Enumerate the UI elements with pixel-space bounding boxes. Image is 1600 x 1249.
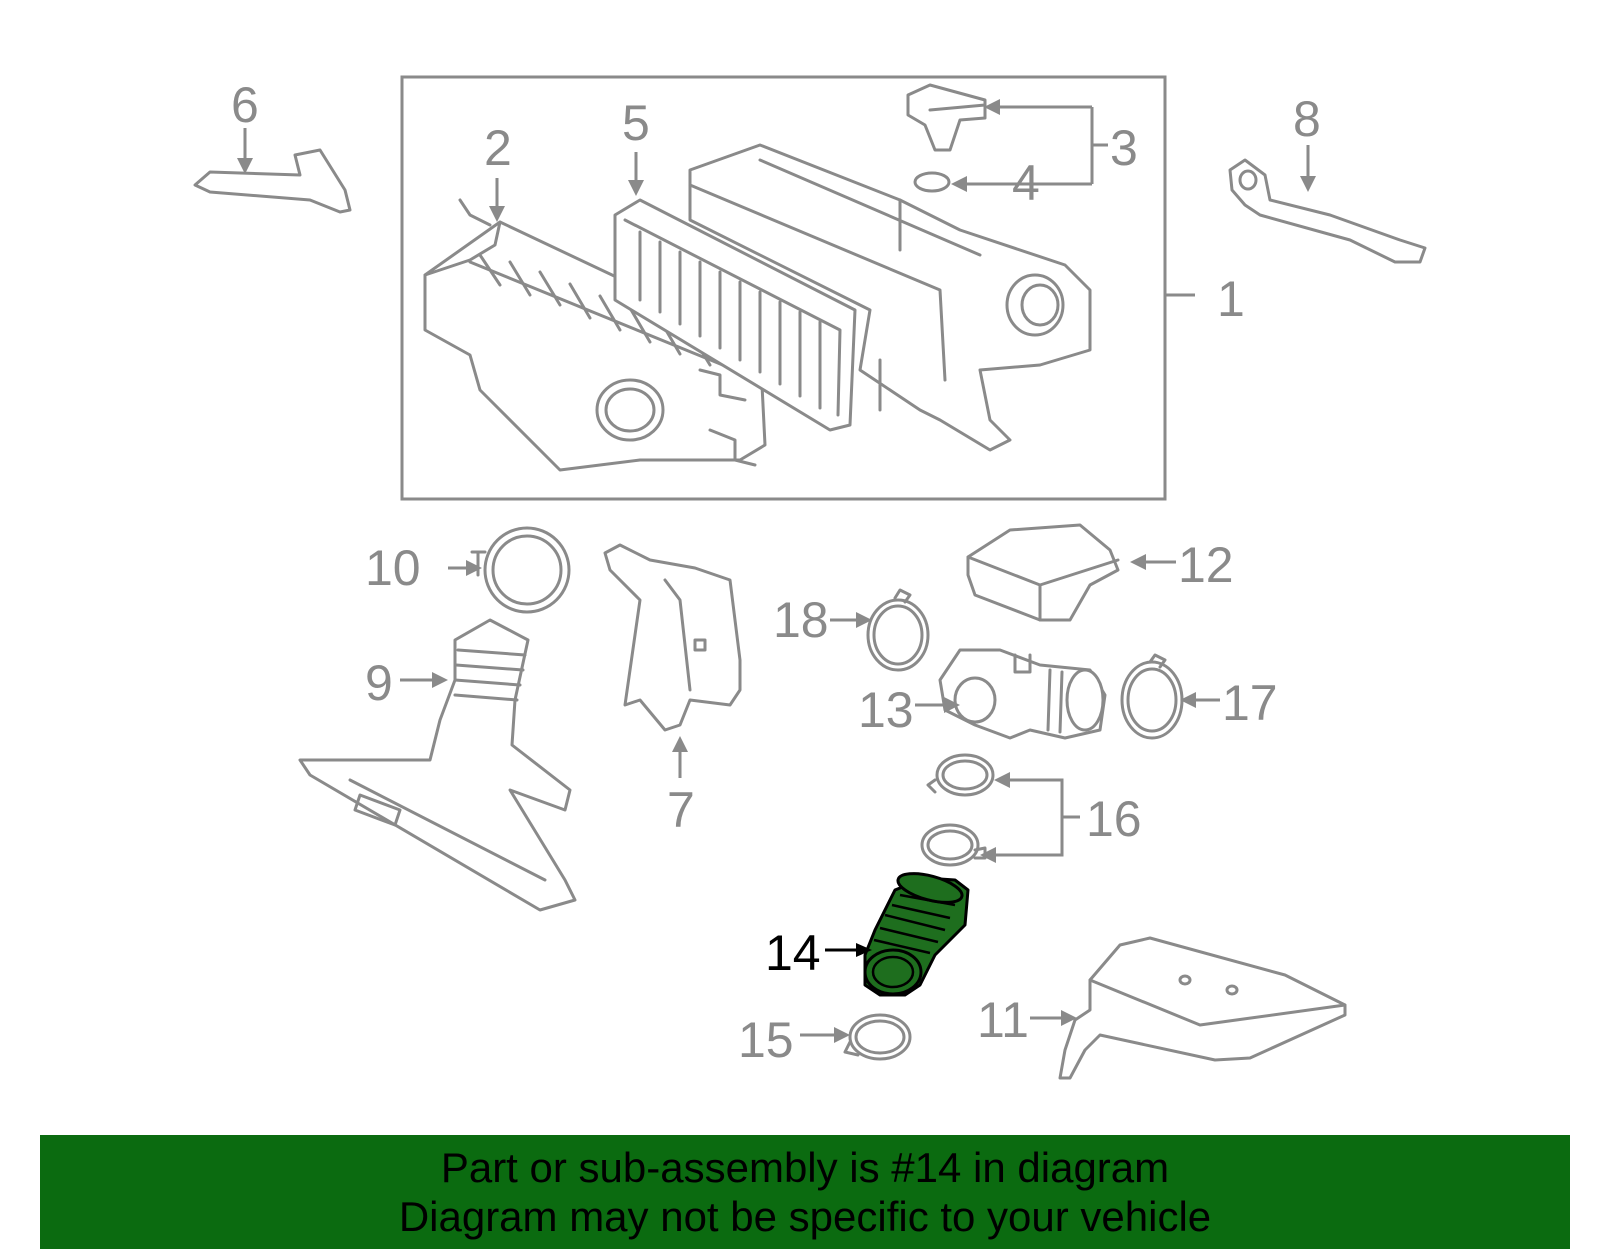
callout-11: 11 bbox=[977, 992, 1029, 1048]
part-8-hole bbox=[1238, 169, 1258, 191]
assembly-box bbox=[400, 75, 1167, 501]
part-9-air-duct[interactable] bbox=[298, 618, 577, 912]
callout-9: 9 bbox=[365, 655, 393, 711]
callout-4: 4 bbox=[1012, 155, 1040, 211]
part-4-gasket[interactable] bbox=[913, 171, 951, 193]
part-14-air-hose-highlighted[interactable] bbox=[863, 868, 970, 997]
callout-15: 15 bbox=[738, 1012, 794, 1068]
callout-16: 16 bbox=[1086, 791, 1142, 847]
part-12-cover[interactable] bbox=[966, 523, 1120, 622]
part-11-cover[interactable] bbox=[1058, 936, 1347, 1080]
part-1-upper-case[interactable] bbox=[688, 143, 1092, 452]
part-16-clamps[interactable] bbox=[920, 753, 995, 867]
part-7-bracket[interactable] bbox=[603, 543, 742, 732]
part-6-bracket[interactable] bbox=[193, 148, 352, 214]
part-8-bracket[interactable] bbox=[1228, 158, 1427, 264]
part-15-clamp[interactable] bbox=[843, 1013, 912, 1061]
callout-3: 3 bbox=[1110, 120, 1138, 176]
part-13-intake-hose[interactable] bbox=[938, 648, 1107, 740]
banner-line-disclaimer: Diagram may not be specific to your vehi… bbox=[398, 1193, 1212, 1240]
info-banner: Part or sub-assembly is #14 in diagram D… bbox=[40, 1135, 1570, 1249]
part-18-clamp[interactable] bbox=[866, 588, 930, 672]
callout-8: 8 bbox=[1293, 91, 1321, 147]
callout-5: 5 bbox=[622, 95, 650, 151]
callout-2: 2 bbox=[484, 120, 512, 176]
callout-14: 14 bbox=[765, 925, 821, 981]
callout-13: 13 bbox=[858, 682, 914, 738]
callout-18: 18 bbox=[773, 592, 829, 648]
part-3-sensor[interactable] bbox=[906, 83, 987, 152]
banner-line-part-number: Part or sub-assembly is #14 in diagram bbox=[440, 1144, 1170, 1191]
callout-17: 17 bbox=[1222, 675, 1278, 731]
callout-1: 1 bbox=[1217, 271, 1245, 327]
part-5-filter-element[interactable] bbox=[613, 198, 857, 432]
callout-10: 10 bbox=[365, 540, 421, 596]
part-10-ring[interactable] bbox=[470, 526, 571, 614]
callout-6: 6 bbox=[231, 77, 259, 133]
leader-lines bbox=[237, 99, 1316, 1043]
part-17-clamp[interactable] bbox=[1120, 653, 1184, 740]
callout-12: 12 bbox=[1178, 537, 1234, 593]
callout-7: 7 bbox=[667, 782, 695, 838]
